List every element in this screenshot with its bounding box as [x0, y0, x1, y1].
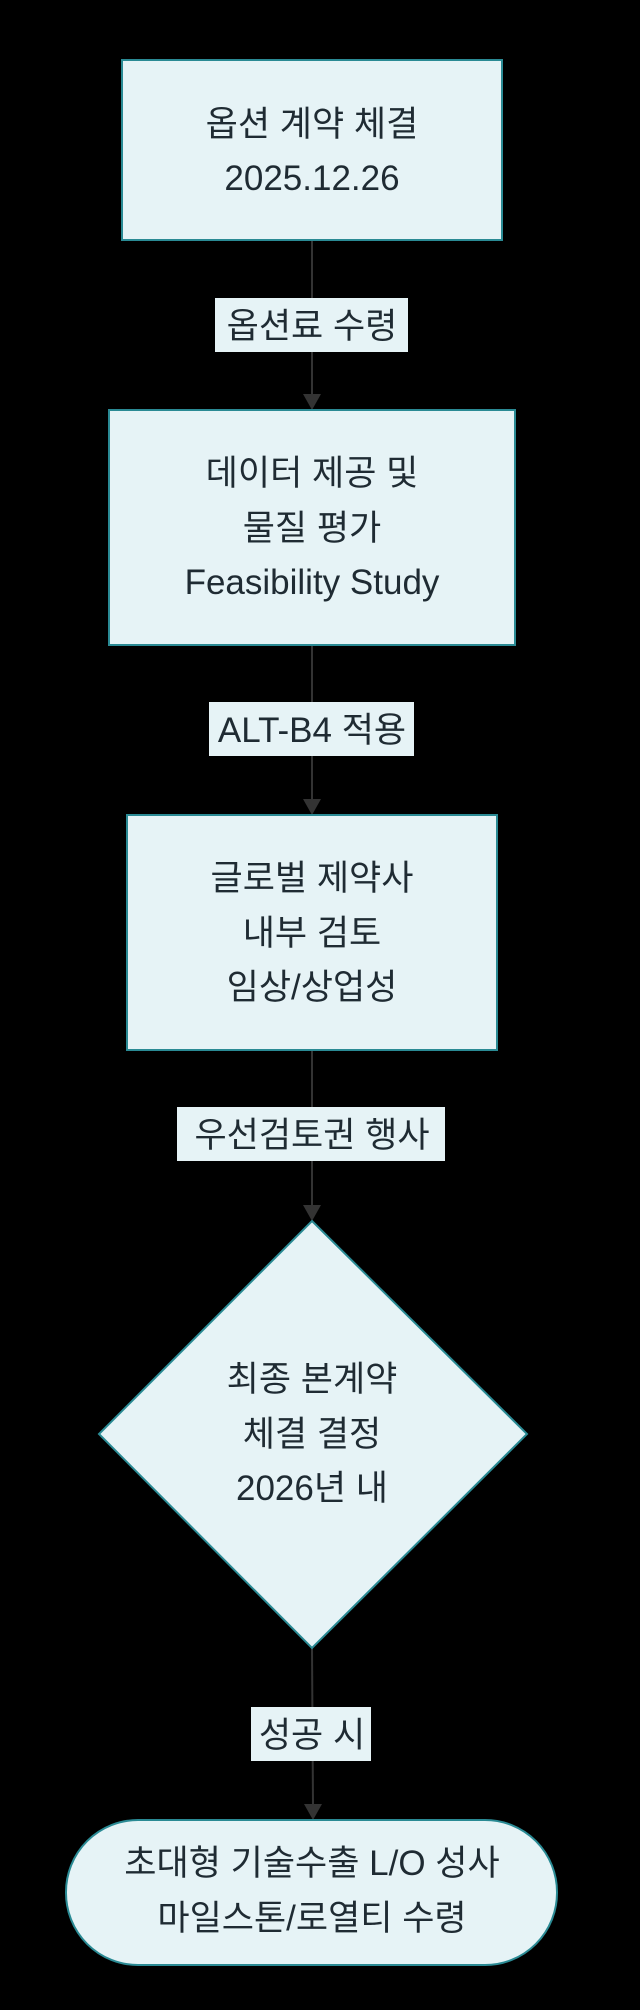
node-decision-line-1: 최종 본계약 [227, 1360, 398, 1399]
edge-label-background [215, 298, 408, 352]
node-internal-review: 글로벌 제약사 내부 검토 임상/상업성 [126, 814, 498, 1051]
arrow-head-icon [304, 1804, 322, 1820]
node-decision-line-2: 체결 결정 [243, 1415, 382, 1454]
edge-review-to-decision: 우선검토권 행사 [177, 1050, 445, 1221]
node-option-contract: 옵션 계약 체결 2025.12.26 [121, 59, 503, 241]
edge-label-background [209, 702, 414, 756]
node-review-line-1: 글로벌 제약사 [211, 859, 414, 898]
edge-option-to-feasibility: 옵션료 수령 [215, 240, 408, 410]
node-final-decision: 최종 본계약 체결 결정 2026년 내 [97, 1219, 529, 1650]
node-feasibility-study: 데이터 제공 및 물질 평가 Feasibility Study [108, 409, 516, 646]
node-decision-line-3: 2026년 내 [236, 1469, 388, 1508]
node-feasibility-line-2: 물질 평가 [243, 509, 382, 548]
edge-label-background [177, 1107, 445, 1161]
node-feasibility-line-3: Feasibility Study [185, 563, 440, 602]
node-licensing-outcome: 초대형 기술수출 L/O 성사 마일스톤/로열티 수령 [65, 1819, 558, 1966]
node-option-line-1: 옵션 계약 체결 [206, 105, 419, 144]
edge-feasibility-to-review: ALT-B4 적용 [209, 645, 414, 815]
node-feasibility-line-1: 데이터 제공 및 [206, 454, 419, 493]
node-review-line-3: 임상/상업성 [227, 968, 398, 1007]
node-outcome-line-1: 초대형 기술수출 L/O 성사 [124, 1844, 499, 1883]
edge-label-priority-review: 우선검토권 행사 [194, 1116, 429, 1155]
edge-label-alt-b4: ALT-B4 적용 [218, 711, 406, 750]
edge-label-option-fee: 옵션료 수령 [227, 307, 398, 346]
arrow-head-icon [303, 799, 321, 815]
edge-label-on-success: 성공 시 [259, 1716, 365, 1755]
node-outcome-line-2: 마일스톤/로열티 수령 [157, 1899, 466, 1938]
arrow-head-icon [303, 1205, 321, 1221]
node-review-line-2: 내부 검토 [243, 914, 382, 953]
node-option-line-2: 2025.12.26 [224, 159, 399, 198]
arrow-head-icon [303, 394, 321, 410]
edge-decision-to-outcome: 성공 시 [251, 1647, 371, 1820]
edge-label-background [251, 1707, 371, 1761]
